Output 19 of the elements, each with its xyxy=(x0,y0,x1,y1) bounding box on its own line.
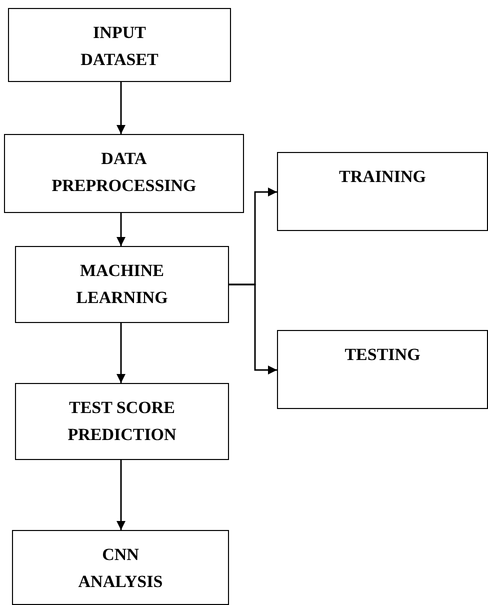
arrow xyxy=(116,323,126,383)
process-box xyxy=(15,383,229,460)
process-box xyxy=(4,134,244,213)
box-label: DATA PREPROCESSING xyxy=(50,148,198,197)
box-label: TRAINING xyxy=(339,166,426,188)
process-box xyxy=(12,530,229,605)
arrow xyxy=(116,82,126,134)
process-box xyxy=(15,246,229,323)
box-label: MACHINE LEARNING xyxy=(75,260,169,309)
box-label: CNN ANALYSIS xyxy=(77,544,164,593)
box-label: INPUT DATASET xyxy=(80,22,160,71)
box-label: TEST SCORE PREDICTION xyxy=(66,397,178,446)
process-box xyxy=(277,330,488,409)
box-label: TESTING xyxy=(344,344,420,366)
arrow xyxy=(229,284,277,374)
process-box xyxy=(277,152,488,231)
arrow xyxy=(116,213,126,246)
process-box xyxy=(8,8,231,82)
arrow xyxy=(116,460,126,530)
